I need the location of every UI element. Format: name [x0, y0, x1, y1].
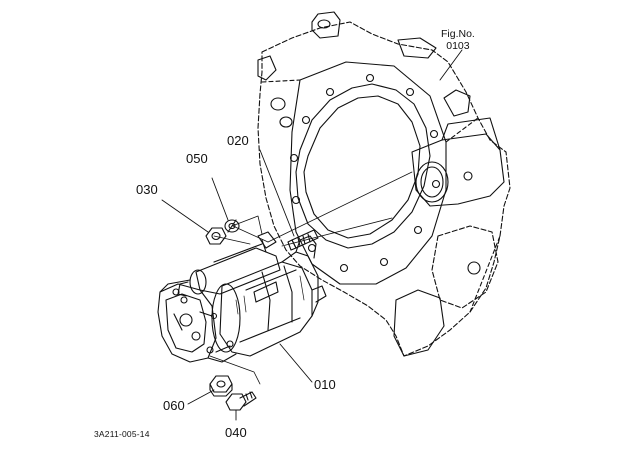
callout-010: 010	[314, 377, 336, 392]
hex-nut-030	[205, 227, 227, 245]
spring-washer-050	[224, 219, 240, 233]
washer-nut-060	[209, 375, 233, 397]
callout-040: 040	[225, 425, 247, 440]
assembly-guide-lines	[209, 171, 413, 385]
reference-code: 3A211-005-14	[94, 429, 150, 439]
leader-060	[187, 389, 215, 405]
leader-050	[211, 177, 229, 221]
callout-030: 030	[136, 182, 158, 197]
leader-010	[279, 343, 313, 383]
figure-label: Fig.No.	[441, 28, 475, 40]
leader-030	[161, 199, 209, 233]
figure-number: 0103	[446, 40, 470, 52]
callout-050: 050	[186, 151, 208, 166]
callout-060: 060	[163, 398, 185, 413]
callout-leaders	[161, 49, 463, 421]
leader-020	[259, 149, 295, 237]
flywheel-housing	[257, 11, 511, 357]
leader-fig	[439, 49, 463, 81]
figure-number-label: Fig.No. 0103	[441, 28, 475, 52]
starter-motor-010	[157, 231, 327, 363]
hex-bolt-040	[225, 391, 257, 411]
callout-020: 020	[227, 133, 249, 148]
stud-bolt-020	[287, 229, 319, 251]
